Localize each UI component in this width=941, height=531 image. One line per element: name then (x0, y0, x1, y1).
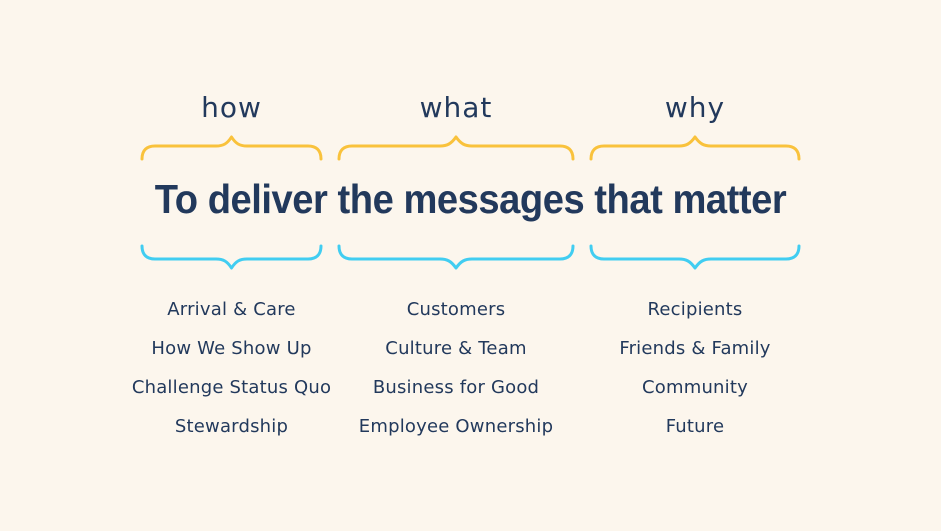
overbrace-path (140, 135, 323, 161)
headline: To deliver the messages that matter (154, 175, 787, 222)
list-item: Community (642, 377, 748, 398)
underbrace-icon (589, 244, 801, 270)
underbrace-icon (140, 244, 323, 270)
column-label-why: why (664, 90, 726, 124)
list-item: Arrival & Care (167, 299, 296, 320)
list-item: Employee Ownership (358, 416, 554, 437)
overbrace-icon (140, 135, 323, 161)
underbrace-path (337, 244, 575, 270)
underbrace-path (140, 244, 323, 270)
diagram: how what why To deliver the messages tha… (132, 84, 801, 446)
list-item: How We Show Up (151, 338, 312, 359)
list-column-why: Recipients Friends & Family Community Fu… (589, 290, 801, 446)
list-column-how: Arrival & Care How We Show Up Challenge … (132, 290, 331, 446)
list-item: Stewardship (174, 416, 289, 437)
column-label-what: what (419, 90, 493, 124)
list-item: Customers (406, 299, 506, 320)
list-item: Recipients (647, 299, 743, 320)
list-item: Culture & Team (385, 338, 527, 359)
overbrace-path (589, 135, 801, 161)
list-item: Friends & Family (619, 338, 771, 359)
overbrace-icon (337, 135, 575, 161)
underbrace-icon (337, 244, 575, 270)
column-label-how: how (201, 90, 262, 124)
underbrace-path (589, 244, 801, 270)
overbrace-icon (589, 135, 801, 161)
list-item: Business for Good (372, 377, 540, 398)
list-column-what: Customers Culture & Team Business for Go… (337, 290, 575, 446)
overbrace-path (337, 135, 575, 161)
list-item: Future (665, 416, 725, 437)
list-item: Challenge Status Quo (131, 377, 332, 398)
